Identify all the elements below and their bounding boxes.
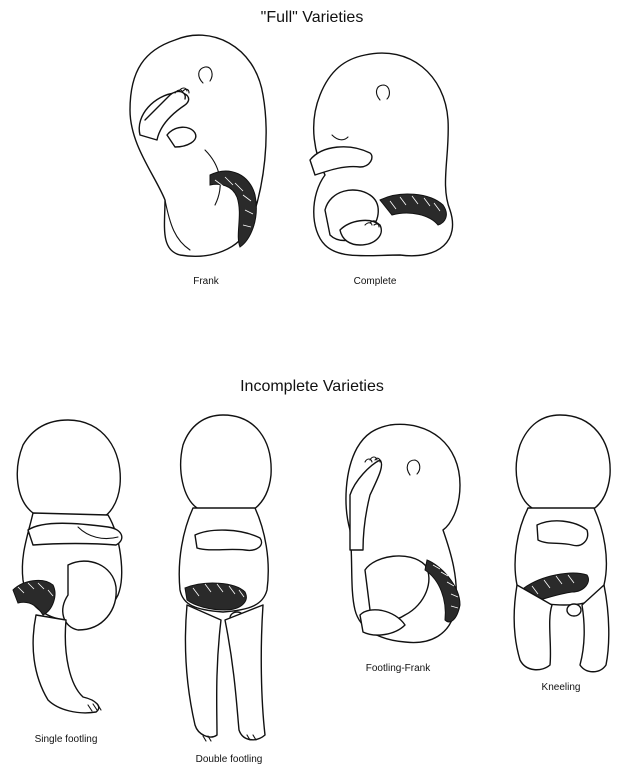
single-footling-breech-fetus-illustration: [8, 415, 138, 725]
complete-label: Complete: [354, 276, 397, 287]
kneeling-fetus-figure: [502, 410, 622, 680]
frank-label: Frank: [193, 276, 219, 287]
complete-breech-fetus-illustration: [300, 45, 460, 270]
double-footling-breech-fetus-illustration: [165, 410, 285, 750]
complete-fetus-figure: [300, 45, 460, 270]
incomplete-varieties-heading: Incomplete Varieties: [240, 378, 384, 396]
frank-breech-fetus-illustration: [115, 25, 275, 265]
footling-frank-label: Footling-Frank: [366, 663, 430, 674]
footling-frank-breech-fetus-illustration: [335, 420, 475, 655]
double-footling-label: Double footling: [196, 754, 263, 765]
double-footling-fetus-figure: [165, 410, 285, 750]
full-varieties-heading: "Full" Varieties: [261, 9, 364, 27]
single-footling-label: Single footling: [35, 734, 98, 745]
frank-fetus-figure: [115, 25, 275, 265]
single-footling-fetus-figure: [8, 415, 138, 725]
footling-frank-fetus-figure: [335, 420, 475, 655]
kneeling-breech-fetus-illustration: [502, 410, 622, 680]
kneeling-label: Kneeling: [542, 682, 581, 693]
